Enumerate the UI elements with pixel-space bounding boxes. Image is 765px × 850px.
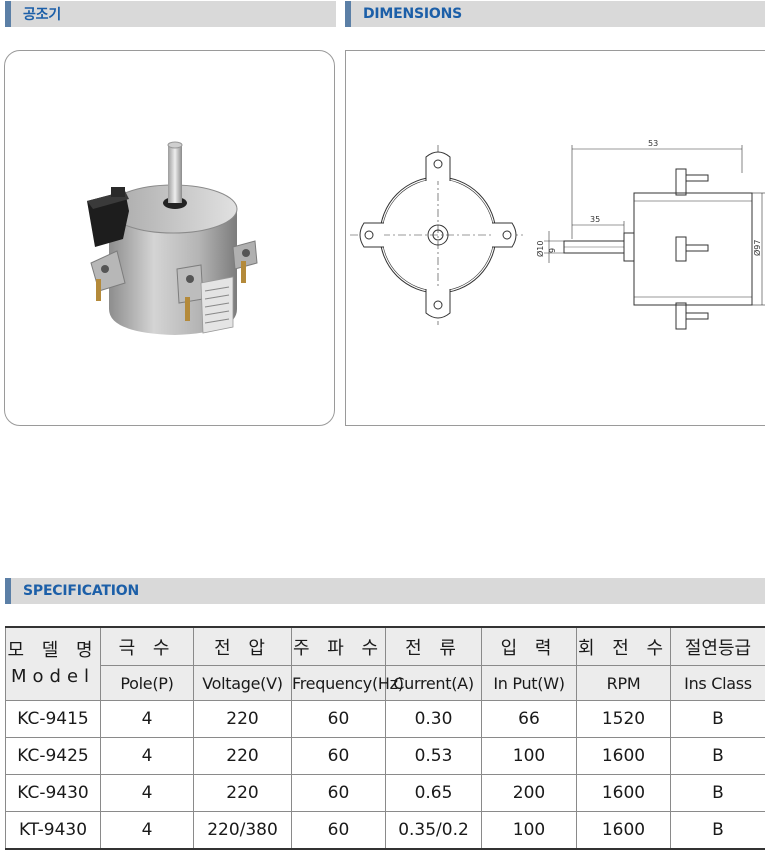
table-row: KC-9430 4 220 60 0.65 200 1600 B bbox=[6, 775, 765, 812]
section-accent bbox=[5, 1, 11, 27]
section-title-dimensions: DIMENSIONS bbox=[363, 6, 462, 22]
cell-model: KC-9425 bbox=[6, 738, 101, 775]
section-header-dimensions: DIMENSIONS bbox=[345, 1, 765, 27]
cell-current: 0.30 bbox=[386, 701, 482, 738]
section-header-aircon: 공조기 bbox=[5, 1, 336, 27]
section-header-specification: SPECIFICATION bbox=[5, 578, 765, 604]
cell-pole: 4 bbox=[101, 701, 194, 738]
dim-label-shaft-flat: 9 bbox=[548, 248, 557, 253]
motor-photo bbox=[5, 51, 334, 425]
header-voltage-en: Voltage(V) bbox=[194, 666, 292, 701]
cell-model: KC-9415 bbox=[6, 701, 101, 738]
dim-label-overall-width: 53 bbox=[648, 139, 658, 148]
cell-pole: 4 bbox=[101, 738, 194, 775]
header-current-ko: 전 류 bbox=[386, 627, 482, 666]
header-current-en: Current(A) bbox=[386, 666, 482, 701]
cell-rpm: 1600 bbox=[577, 775, 671, 812]
section-accent bbox=[5, 578, 11, 604]
cell-insclass: B bbox=[671, 775, 765, 812]
cell-input: 100 bbox=[482, 812, 577, 850]
cell-pole: 4 bbox=[101, 775, 194, 812]
dimension-drawing-frame: 53 35 Ø10 9 Ø97 bbox=[345, 50, 765, 426]
cell-voltage: 220/380 bbox=[194, 812, 292, 850]
header-model-en: Model bbox=[11, 666, 95, 687]
cell-insclass: B bbox=[671, 701, 765, 738]
cell-input: 100 bbox=[482, 738, 577, 775]
dimension-drawing: 53 35 Ø10 9 Ø97 bbox=[346, 51, 765, 425]
section-title-aircon: 공조기 bbox=[23, 4, 61, 24]
dim-label-shaft-dia: Ø10 bbox=[535, 241, 545, 257]
cell-input: 66 bbox=[482, 701, 577, 738]
table-row: KT-9430 4 220/380 60 0.35/0.2 100 1600 B bbox=[6, 812, 765, 850]
cell-current: 0.35/0.2 bbox=[386, 812, 482, 850]
cell-voltage: 220 bbox=[194, 701, 292, 738]
product-photo-frame bbox=[4, 50, 335, 426]
table-header-row-en: Pole(P) Voltage(V) Frequency(Hz) Current… bbox=[6, 666, 765, 701]
section-title-specification: SPECIFICATION bbox=[23, 583, 139, 599]
cell-frequency: 60 bbox=[292, 775, 386, 812]
cell-current: 0.65 bbox=[386, 775, 482, 812]
header-insclass-ko: 절연등급 bbox=[671, 627, 765, 666]
specification-table: 모 델 명 Model 극 수 전 압 주 파 수 전 류 입 력 회 전 수 … bbox=[5, 626, 765, 850]
cell-insclass: B bbox=[671, 738, 765, 775]
header-model: 모 델 명 Model bbox=[6, 627, 101, 701]
table-row: KC-9425 4 220 60 0.53 100 1600 B bbox=[6, 738, 765, 775]
cell-frequency: 60 bbox=[292, 738, 386, 775]
table-row: KC-9415 4 220 60 0.30 66 1520 B bbox=[6, 701, 765, 738]
table-header-row-ko: 모 델 명 Model 극 수 전 압 주 파 수 전 류 입 력 회 전 수 … bbox=[6, 627, 765, 666]
cell-model: KT-9430 bbox=[6, 812, 101, 850]
cell-rpm: 1600 bbox=[577, 738, 671, 775]
dim-label-shaft-length: 35 bbox=[590, 215, 600, 224]
cell-input: 200 bbox=[482, 775, 577, 812]
header-model-ko: 모 델 명 bbox=[6, 638, 100, 664]
cell-rpm: 1520 bbox=[577, 701, 671, 738]
cell-model: KC-9430 bbox=[6, 775, 101, 812]
cell-current: 0.53 bbox=[386, 738, 482, 775]
header-rpm-ko: 회 전 수 bbox=[577, 627, 671, 666]
cell-frequency: 60 bbox=[292, 812, 386, 850]
header-insclass-en: Ins Class bbox=[671, 666, 765, 701]
cell-pole: 4 bbox=[101, 812, 194, 850]
cell-frequency: 60 bbox=[292, 701, 386, 738]
header-frequency-en: Frequency(Hz) bbox=[292, 666, 386, 701]
cell-voltage: 220 bbox=[194, 775, 292, 812]
cell-insclass: B bbox=[671, 812, 765, 850]
section-accent bbox=[345, 1, 351, 27]
cell-rpm: 1600 bbox=[577, 812, 671, 850]
header-voltage-ko: 전 압 bbox=[194, 627, 292, 666]
header-pole-ko: 극 수 bbox=[101, 627, 194, 666]
header-input-en: In Put(W) bbox=[482, 666, 577, 701]
header-pole-en: Pole(P) bbox=[101, 666, 194, 701]
header-rpm-en: RPM bbox=[577, 666, 671, 701]
dim-label-body-dia: Ø97 bbox=[752, 240, 762, 256]
cell-voltage: 220 bbox=[194, 738, 292, 775]
header-input-ko: 입 력 bbox=[482, 627, 577, 666]
header-frequency-ko: 주 파 수 bbox=[292, 627, 386, 666]
